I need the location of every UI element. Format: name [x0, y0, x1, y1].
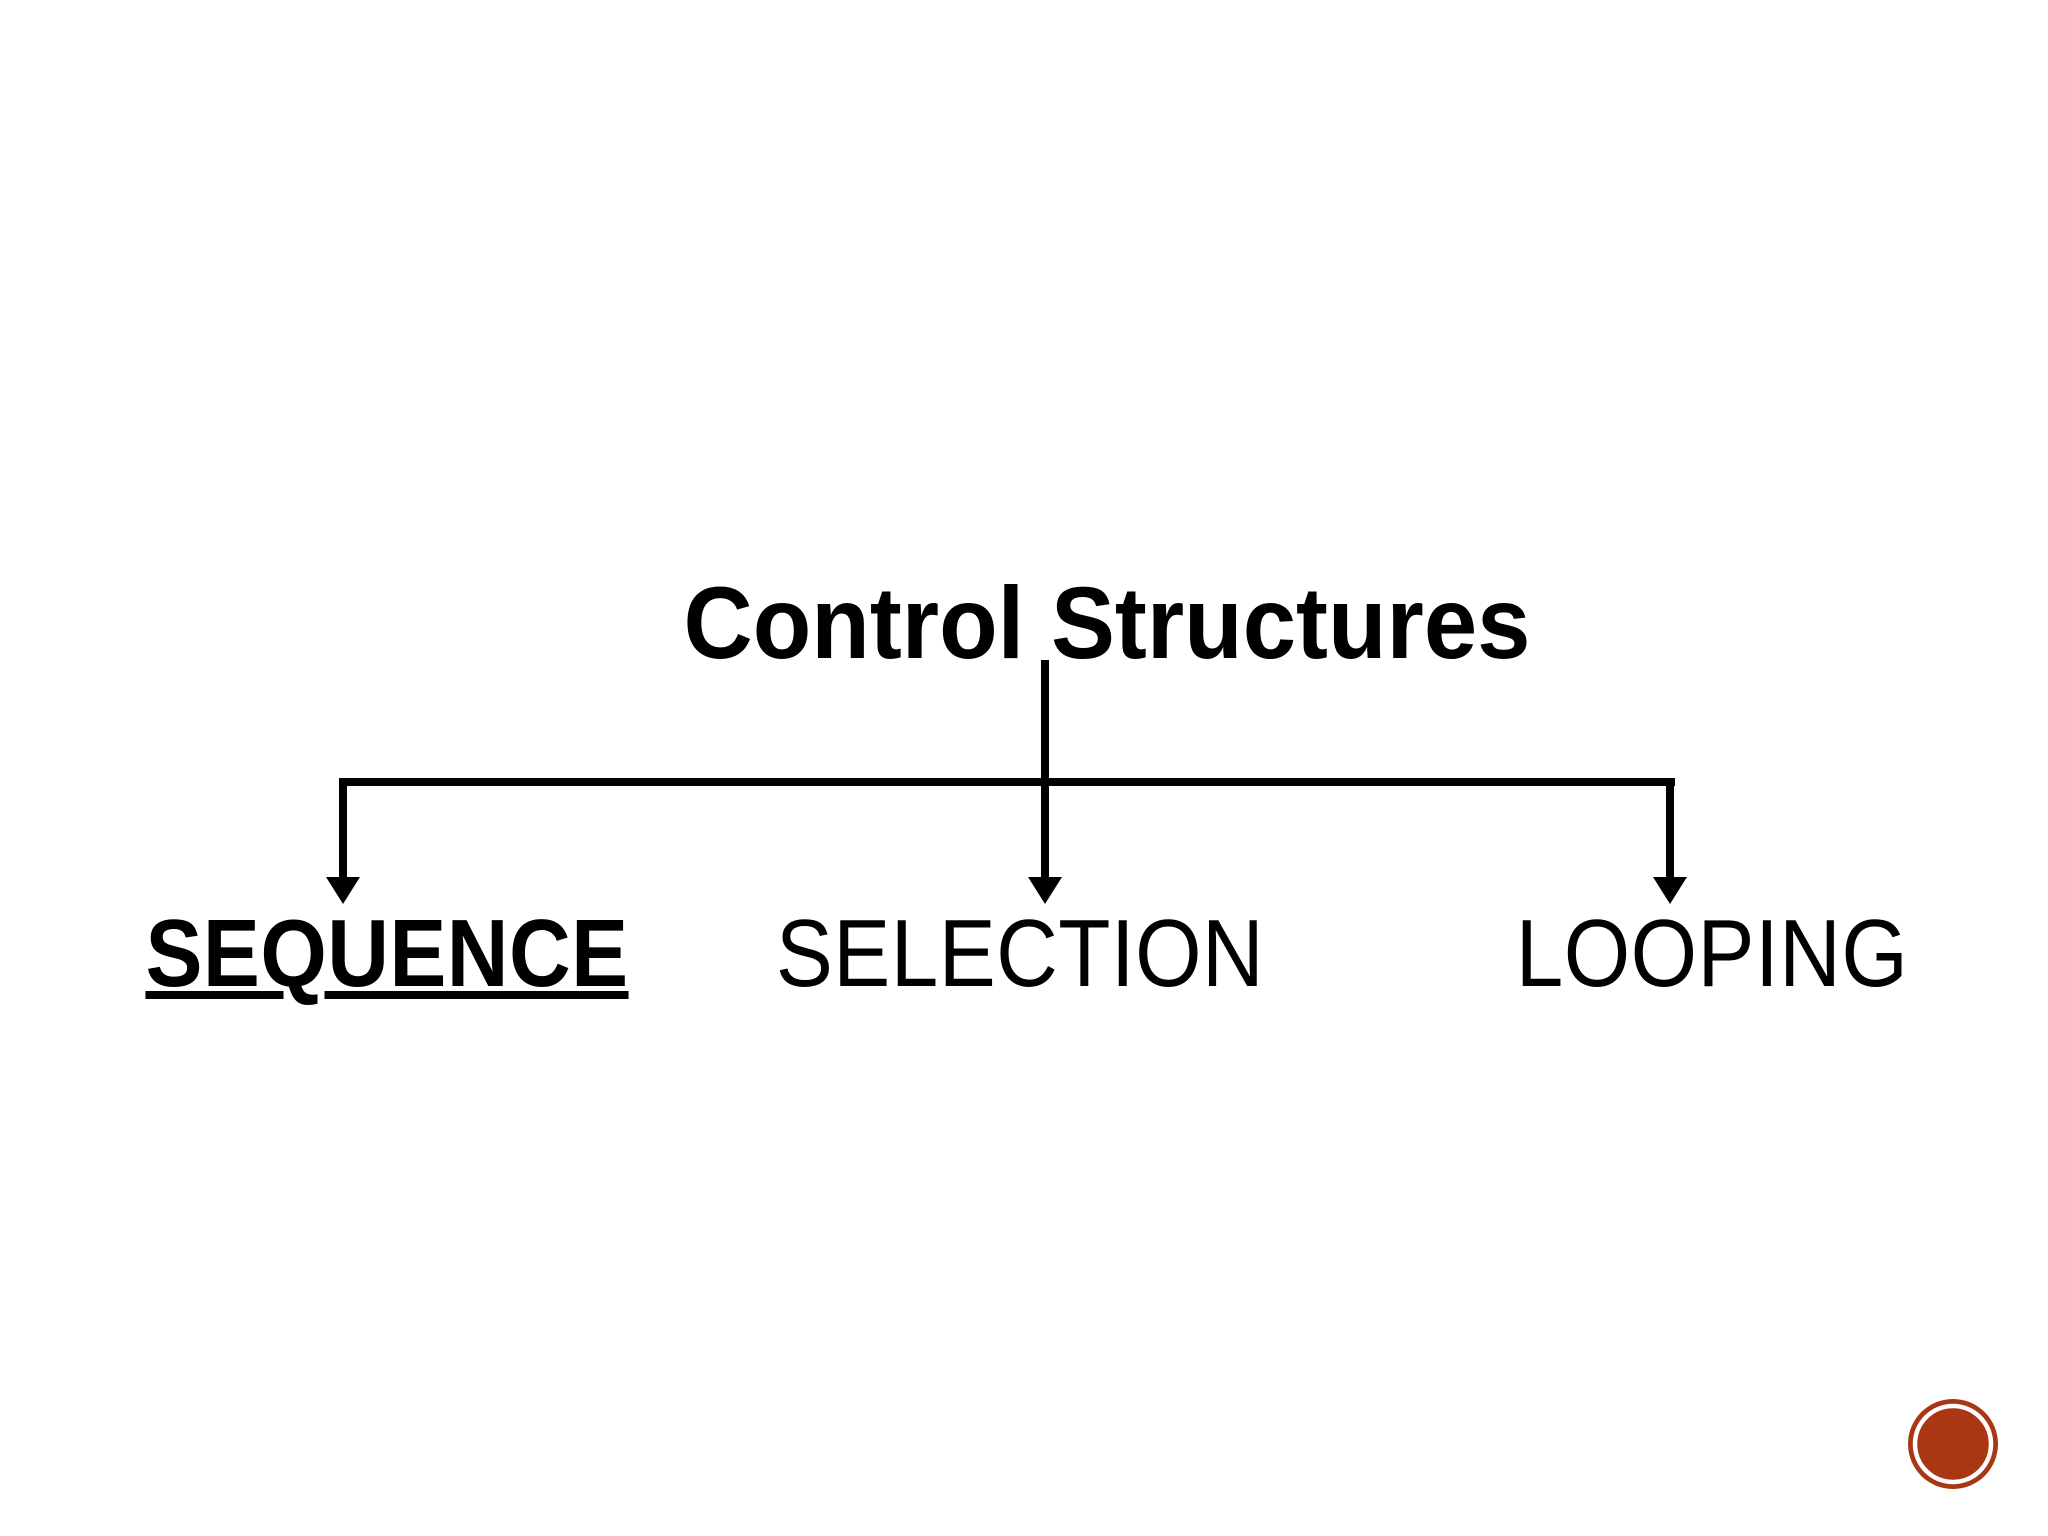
arrow-down-icon — [1028, 877, 1062, 904]
stamp-outer-disc — [1908, 1399, 1998, 1489]
arrow-down-icon — [326, 877, 360, 904]
tree-node-label-sequence: SEQUENCE — [145, 900, 629, 1007]
stamp-inner-ring — [1912, 1403, 1994, 1485]
tree-root-label: Control Structures — [683, 566, 1531, 680]
tree-node-label-looping: LOOPING — [1515, 900, 1909, 1007]
arrow-down-icon — [1653, 877, 1687, 904]
red-circle-stamp-icon — [1908, 1399, 1998, 1489]
connector-drop-line-right — [1666, 778, 1674, 880]
connector-drop-line-left — [339, 778, 347, 880]
connector-horizontal-line — [339, 778, 1675, 786]
tree-node-label-selection: SELECTION — [775, 900, 1265, 1007]
connector-stem-line — [1041, 660, 1049, 786]
connector-drop-line-center — [1041, 778, 1049, 880]
